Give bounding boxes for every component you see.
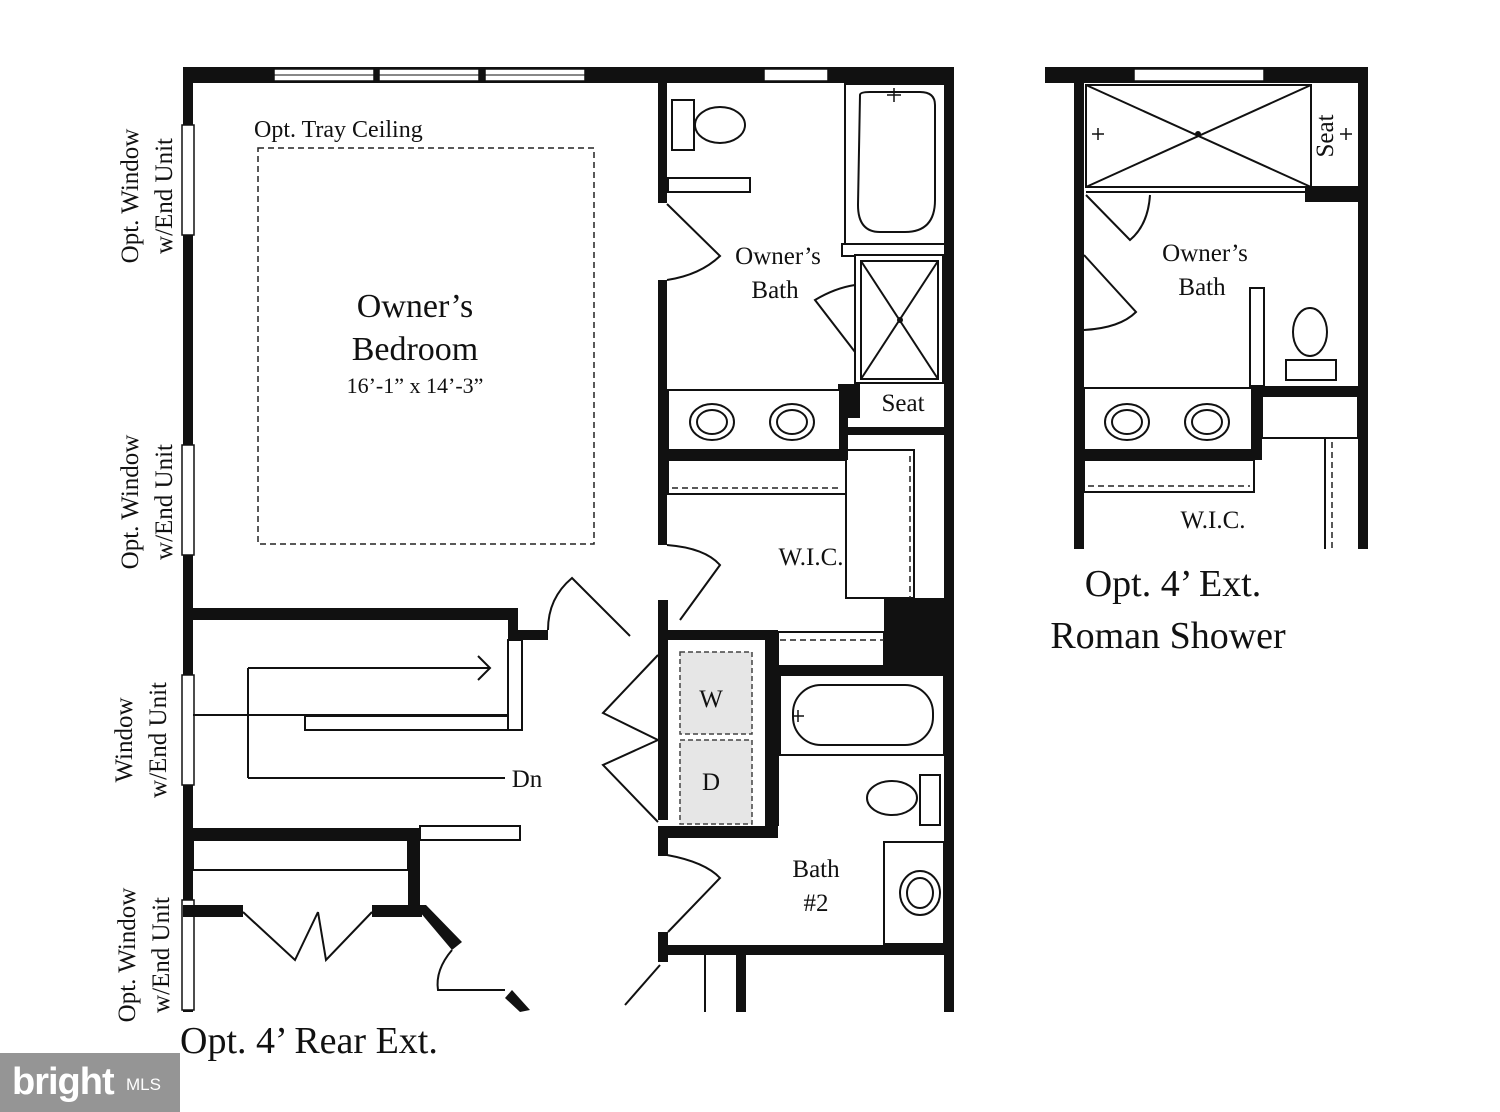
interior-walls <box>183 83 954 1012</box>
wic-label: W.I.C. <box>778 544 843 571</box>
toilet-bowl <box>694 106 746 144</box>
top-windows <box>273 68 829 82</box>
bedroom-dimensions: 16’-1” x 14’-3” <box>347 373 484 398</box>
inset-fixtures <box>1083 84 1359 549</box>
rear-ext-caption: Opt. 4’ Rear Ext. <box>180 1020 438 1062</box>
side-window-label-3: Window w/End Unit <box>111 682 172 798</box>
staircase <box>193 639 523 841</box>
tray-ceiling-outline <box>257 147 595 545</box>
inset-bath-label-1: Owner’s <box>1162 240 1248 267</box>
svg-text:Window: Window <box>111 697 138 782</box>
toilet-tank <box>671 99 695 151</box>
inset-wic-label: W.I.C. <box>1180 507 1245 534</box>
bath2-fixtures <box>624 674 945 1012</box>
washer-label: W <box>699 686 723 713</box>
svg-text:Opt. Window: Opt. Window <box>114 888 141 1023</box>
wic-shelving <box>547 449 915 668</box>
brightmls-watermark: bright MLS <box>0 1053 180 1112</box>
dryer-label: D <box>702 769 720 796</box>
side-window-markers <box>181 124 195 1011</box>
side-window-label-4: Opt. Window w/End Unit <box>114 888 175 1023</box>
owners-bath-fixtures <box>666 83 946 451</box>
watermark-suffix: MLS <box>126 1075 161 1094</box>
svg-text:Seat: Seat <box>1312 114 1339 157</box>
owners-bath-label-2: Bath <box>751 277 799 304</box>
laundry <box>601 651 753 825</box>
svg-text:w/End Unit: w/End Unit <box>148 897 175 1013</box>
svg-text:Opt. Window: Opt. Window <box>117 435 144 570</box>
bedroom-name-line1: Owner’s <box>357 288 473 325</box>
svg-text:Opt. Window: Opt. Window <box>117 129 144 264</box>
seat-label: Seat <box>881 390 924 417</box>
inset-walls <box>1045 67 1368 549</box>
bath2-label-1: Bath <box>792 856 840 883</box>
svg-text:w/End Unit: w/End Unit <box>151 138 178 254</box>
inset-seat-label: Seat <box>1312 114 1339 157</box>
tray-ceiling-label: Opt. Tray Ceiling <box>254 117 423 143</box>
stairs-down-label: Dn <box>512 766 543 793</box>
inset-caption-2: Roman Shower <box>1050 615 1286 657</box>
bedroom-name-line2: Bedroom <box>352 331 479 368</box>
inset-caption-1: Opt. 4’ Ext. <box>1085 563 1262 605</box>
rear-closet <box>192 839 505 991</box>
inset-bath-label-2: Bath <box>1178 274 1226 301</box>
owners-bath-label-1: Owner’s <box>735 243 821 270</box>
side-window-label-2: Opt. Window w/End Unit <box>117 435 178 570</box>
side-window-label-1: Opt. Window w/End Unit <box>117 129 178 264</box>
svg-text:w/End Unit: w/End Unit <box>145 682 172 798</box>
bath2-label-2: #2 <box>804 890 829 917</box>
watermark-brand: bright <box>12 1061 115 1103</box>
svg-text:w/End Unit: w/End Unit <box>151 444 178 560</box>
